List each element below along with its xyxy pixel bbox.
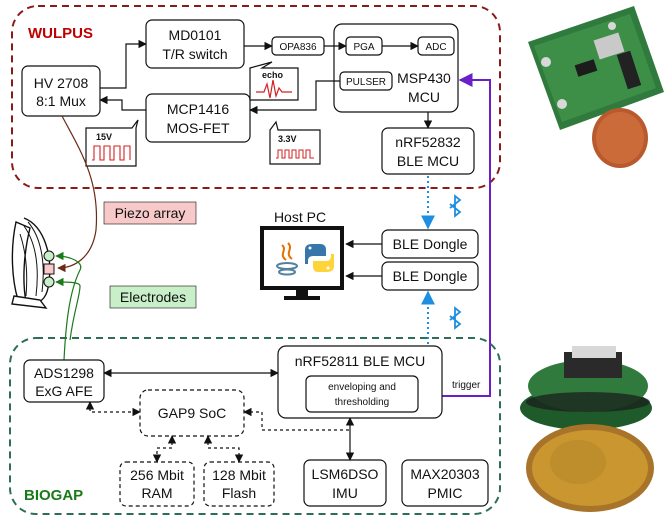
biogap-connectors [85, 368, 355, 463]
mosfet-line2: MOS-FET [167, 120, 230, 136]
adc-block: ADC [417, 36, 455, 56]
enveloping-line1: enveloping and [328, 382, 396, 393]
v33-callout: 3.3V [269, 120, 321, 165]
trigger-line [418, 73, 491, 397]
biogap-title: BIOGAP [24, 487, 83, 504]
tr-switch-line1: MD0101 [169, 27, 222, 43]
pmic-line1: MAX20303 [410, 466, 479, 482]
echo-label: echo [262, 70, 284, 80]
opa-block: OPA836 [271, 36, 325, 56]
ble-dongle-bottom-label: BLE Dongle [393, 268, 468, 284]
biogap-ble-mcu-block: nRF52811 BLE MCU enveloping and threshol… [277, 345, 443, 419]
trigger-label: trigger [452, 380, 481, 391]
flash-block: 128 Mbit Flash [203, 461, 275, 507]
wulpus-board-photo [528, 6, 664, 168]
v33-pulse-icon [276, 149, 314, 159]
pga-label: PGA [353, 42, 374, 53]
afe-line1: ADS1298 [34, 365, 94, 381]
biogap-ble-mcu-label: nRF52811 BLE MCU [295, 353, 425, 369]
imu-line1: LSM6DSO [312, 466, 379, 482]
echo-wave-icon [256, 79, 292, 99]
wulpus-ble-mcu-line2: BLE MCU [397, 153, 459, 169]
java-logo-icon [276, 242, 298, 276]
mosfet-line1: MCP1416 [167, 101, 229, 117]
opa-label: OPA836 [279, 42, 316, 53]
biogap-frame [9, 337, 501, 515]
flash-line2: Flash [222, 485, 256, 501]
pga-block: PGA [345, 36, 383, 56]
piezo-array-label-box: Piezo array [103, 201, 197, 225]
pulser-block: PULSER [339, 71, 393, 91]
wulpus-connectors [99, 39, 433, 129]
wulpus-ble-mcu-line1: nRF52832 [395, 134, 461, 150]
soc-label: GAP9 SoC [158, 405, 226, 421]
piezo-wire [57, 115, 98, 273]
imu-block: LSM6DSO IMU [303, 459, 387, 507]
v15-callout: 15V [85, 119, 139, 167]
enveloping-line2: thresholding [335, 397, 389, 408]
piezo-pad-icon [43, 263, 55, 275]
host-pc-title: Host PC [274, 209, 326, 225]
tr-switch-block: MD0101 T/R switch [145, 19, 245, 69]
hv-mux-line1: HV 2708 [34, 75, 89, 91]
wulpus-ble-mcu-block: nRF52832 BLE MCU [381, 127, 475, 175]
electrode-wire [55, 277, 81, 341]
v33-label: 3.3V [278, 134, 297, 144]
ble-dongle-top: BLE Dongle [381, 229, 479, 259]
ram-line2: RAM [141, 485, 172, 501]
electrode-wire [55, 251, 82, 361]
wulpus-frame [11, 5, 501, 189]
forearm-icon [11, 217, 55, 309]
flash-line1: 128 Mbit [212, 467, 266, 483]
bluetooth-icon [449, 306, 462, 330]
electrodes-label: Electrodes [120, 289, 186, 305]
v15-label: 15V [96, 132, 112, 142]
afe-line2: ExG AFE [35, 383, 93, 399]
ble-dongle-top-label: BLE Dongle [393, 236, 468, 252]
v15-pulse-icon [92, 145, 131, 161]
mcu-line1: MSP430 [397, 70, 451, 86]
mosfet-block: MCP1416 MOS-FET [145, 93, 251, 143]
adc-label: ADC [425, 42, 446, 53]
electrodes-label-box: Electrodes [109, 285, 197, 309]
soc-block: GAP9 SoC [139, 389, 245, 437]
hv-mux-block: HV 2708 8:1 Mux [21, 65, 101, 117]
electrode-pad-icon [43, 276, 55, 288]
tr-switch-line2: T/R switch [162, 46, 227, 62]
ram-line1: 256 Mbit [130, 467, 184, 483]
pmic-line2: PMIC [428, 485, 463, 501]
mcu-line2: MCU [408, 89, 440, 105]
piezo-array-label: Piezo array [115, 205, 186, 221]
biogap-board-photo [520, 346, 654, 512]
pulser-label: PULSER [346, 77, 386, 88]
imu-line2: IMU [332, 485, 358, 501]
echo-callout: echo [249, 61, 299, 101]
python-logo-icon [305, 244, 334, 272]
wulpus-title: WULPUS [28, 25, 93, 42]
electrode-pad-icon [43, 250, 55, 262]
ble-dongle-bottom: BLE Dongle [381, 261, 479, 291]
pmic-block: MAX20303 PMIC [401, 459, 489, 507]
hv-mux-line2: 8:1 Mux [36, 93, 86, 109]
ram-block: 256 Mbit RAM [119, 461, 195, 507]
bluetooth-icon [449, 194, 462, 218]
monitor-icon [260, 226, 344, 300]
afe-block: ADS1298 ExG AFE [23, 359, 105, 403]
